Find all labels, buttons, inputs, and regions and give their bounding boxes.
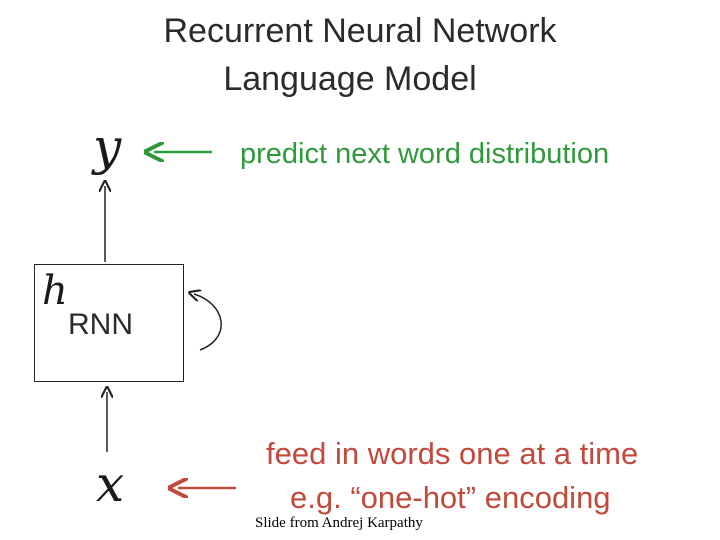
- recurrent-loop-arrow: [194, 294, 222, 351]
- input-variable-x: x: [96, 455, 125, 513]
- output-annotation: predict next word distribution: [240, 138, 610, 170]
- rnn-box: [34, 264, 184, 382]
- slide-title-line-2: Language Model: [223, 60, 477, 98]
- output-variable-y: y: [93, 118, 122, 176]
- input-annotation-line-1: feed in words one at a time: [266, 436, 639, 471]
- hidden-variable-h: h: [42, 268, 68, 314]
- input-annotation-line-2: e.g. “one-hot” encoding: [290, 480, 611, 515]
- rnn-label: RNN: [68, 308, 133, 341]
- slide-title-line-1: Recurrent Neural Network: [163, 12, 557, 50]
- slide-credit: Slide from Andrej Karpathy: [253, 515, 425, 532]
